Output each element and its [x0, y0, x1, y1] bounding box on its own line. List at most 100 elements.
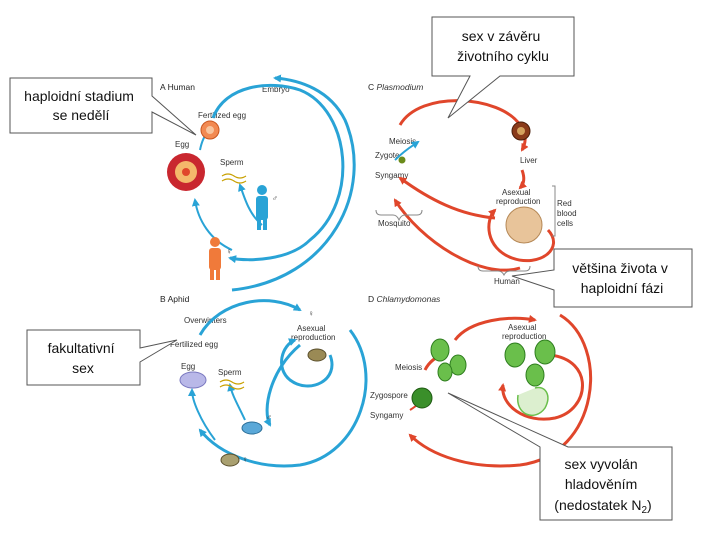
callout-left-top-shape [9, 77, 197, 136]
sperm-2 [221, 178, 247, 184]
female-figure-illustration [209, 237, 221, 280]
male-leg-right [263, 218, 267, 230]
label-sperm-b: Sperm [218, 368, 242, 377]
female-symbol-b1: ♀ [308, 309, 314, 318]
label-mosquito-c: Mosquito [378, 219, 411, 228]
arrow-asexual-loop-b [280, 338, 334, 388]
label-liver: Liver [520, 156, 538, 165]
panel-b-title: B Aphid [160, 294, 190, 304]
male-symbol-a: ♂ [272, 194, 278, 203]
arrow-back-to-syngamy [398, 176, 496, 220]
label-fertilized-egg-b: Fertilized egg [170, 340, 218, 349]
gamete-cells-illustration [430, 338, 467, 382]
arrow-top-loop-c [398, 99, 529, 152]
liver-cell-core [517, 127, 525, 135]
label-asexual-c2: reproduction [496, 197, 540, 206]
male-body [256, 196, 268, 220]
label-human-c: Human [494, 277, 520, 286]
arrow-mid-loop-b [263, 343, 301, 427]
panel-c-plasmodium: C Plasmodium Meiosis Zygote Syngamy Live… [368, 82, 577, 286]
callout-left-mid-shape [26, 329, 178, 386]
arrow-outer-loop-d [408, 313, 592, 468]
callout-left-top: haploidní stadium se nedělí [9, 77, 197, 136]
male-symbol-b: ♂ [266, 413, 272, 422]
label-asexual-b2: reproduction [291, 333, 335, 342]
egg-nucleus [182, 168, 190, 176]
panel-d-title: D Chlamydomonas [368, 294, 441, 304]
arrow-outer-loop-c [393, 198, 521, 272]
arrow-embryo-cycle [211, 83, 345, 264]
arrow-outer-cycle [231, 74, 356, 292]
callout-right-mid-text: většina života v haploidní fázi [572, 260, 672, 296]
female-symbol-b2: ♀ [242, 455, 248, 464]
sperm-b-2 [219, 384, 245, 390]
label-asexual-d1: Asexual [508, 323, 537, 332]
callout-top: sex v závěru životního cyklu [431, 16, 575, 119]
bracket-red-blood-cells [552, 185, 556, 237]
label-asexual-c1: Asexual [502, 188, 531, 197]
egg-illustration [167, 153, 205, 191]
female-leg-left [210, 268, 214, 280]
panel-a-human: A Human Embryo Fertilized egg Egg Sperm … [160, 74, 356, 292]
arrow-to-egg [191, 198, 233, 251]
asexual-cell-2 [534, 339, 556, 365]
panel-a-title: A Human [160, 82, 195, 92]
sperm-b-1 [219, 379, 245, 385]
female-symbol-a: ♀ [226, 247, 232, 256]
callout-bottom-right-shape [447, 392, 673, 521]
label-meiosis-c: Meiosis [389, 137, 416, 146]
asexual-aphid-illustration [307, 348, 327, 362]
arrow-asexual-loop-d [498, 353, 584, 421]
asexual-cell-3 [525, 363, 545, 387]
asexual-cell-1 [504, 342, 526, 368]
bracket-mosquito [375, 209, 423, 222]
label-asexual-d2: reproduction [502, 332, 546, 341]
label-zygospore: Zygospore [370, 391, 408, 400]
panel-b-aphid: B Aphid Overwinters Asexual reproduction… [160, 294, 368, 468]
label-fertilized-egg-a: Fertilized egg [198, 111, 246, 120]
panel-d-chlamydomonas: D Chlamydomonas Asexual reproduction Mei… [368, 294, 592, 468]
female-head [210, 237, 220, 247]
callout-left-mid: fakultativní sex [26, 329, 178, 386]
label-syngamy-d: Syngamy [370, 411, 403, 420]
arrow-zygote-to-meiosis [394, 140, 420, 161]
female-body [209, 248, 221, 270]
callout-right-mid: většina života v haploidní fázi [511, 248, 693, 308]
male-head [257, 185, 267, 195]
fertilized-egg-nucleus [206, 126, 214, 134]
callout-bottom-right-text: sex vyvolán hladověním (nedostatek N2) [554, 456, 651, 516]
label-embryo: Embryo [262, 85, 290, 94]
arrow-to-asexual-c [518, 169, 528, 190]
arrow-asexual-loop-c [487, 208, 555, 263]
label-red-blood-cells-3: cells [557, 219, 573, 228]
male-figure-illustration [256, 185, 268, 230]
label-sperm-a: Sperm [220, 158, 244, 167]
arrow-to-sperm-b [227, 383, 246, 421]
bracket-human [477, 265, 531, 277]
callout-left-mid-text: fakultativní sex [48, 340, 119, 376]
arrow-outer-loop-b [198, 329, 368, 468]
zygospore-illustration [411, 387, 433, 409]
label-red-blood-cells-2: blood [557, 209, 577, 218]
label-egg-a: Egg [175, 140, 189, 149]
male-aphid-illustration [241, 421, 263, 435]
label-meiosis-d: Meiosis [395, 363, 422, 372]
label-syngamy-c: Syngamy [375, 171, 408, 180]
arrow-to-egg-b [188, 388, 216, 441]
arrow-top-loop-d [453, 314, 537, 341]
male-leg-left [257, 218, 261, 230]
label-egg-b: Egg [181, 362, 195, 371]
callout-top-text: sex v závěru životního cyklu [457, 28, 549, 64]
mother-cell-wall [517, 386, 549, 417]
asexual-cells-illustration [504, 339, 556, 417]
label-red-blood-cells-1: Red [557, 199, 572, 208]
callout-top-shape [431, 16, 575, 119]
callout-left-top-text: haploidní stadium se nedělí [24, 88, 138, 123]
gamete-cell-1 [430, 338, 450, 362]
callout-bottom-right: sex vyvolán hladověním (nedostatek N2) [447, 392, 673, 521]
female-aphid-illustration [220, 453, 240, 467]
label-asexual-b1: Asexual [297, 324, 326, 333]
female-leg-right [216, 268, 220, 280]
panel-c-title: C Plasmodium [368, 82, 423, 92]
